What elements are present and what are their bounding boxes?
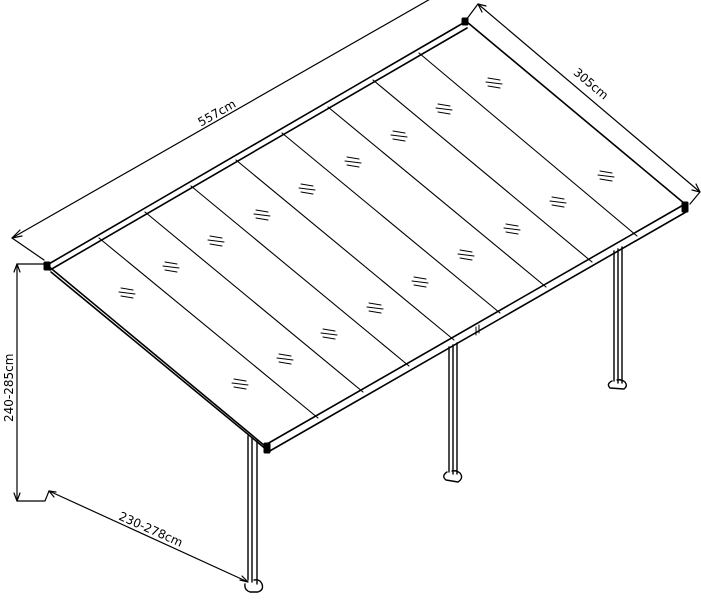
roof-right-edge — [466, 21, 686, 205]
beam-joint — [475, 324, 480, 336]
glass-hatch-marks — [118, 77, 615, 390]
support-post-right — [607, 246, 627, 390]
dimension-projection-line — [48, 490, 249, 583]
support-post-left — [244, 435, 264, 593]
roof-left-edge — [46, 264, 268, 451]
roof-back-rail — [46, 21, 468, 271]
height-dimension-label: 240-285cm — [2, 353, 16, 422]
corner-caps — [43, 17, 689, 454]
support-post-middle — [443, 342, 463, 483]
roof-panel-dividers — [98, 52, 638, 419]
dimension-width-line — [11, 0, 430, 261]
dimension-height-line — [13, 263, 50, 502]
roof-front-beam — [266, 203, 687, 453]
dimension-depth-line — [465, 3, 701, 205]
